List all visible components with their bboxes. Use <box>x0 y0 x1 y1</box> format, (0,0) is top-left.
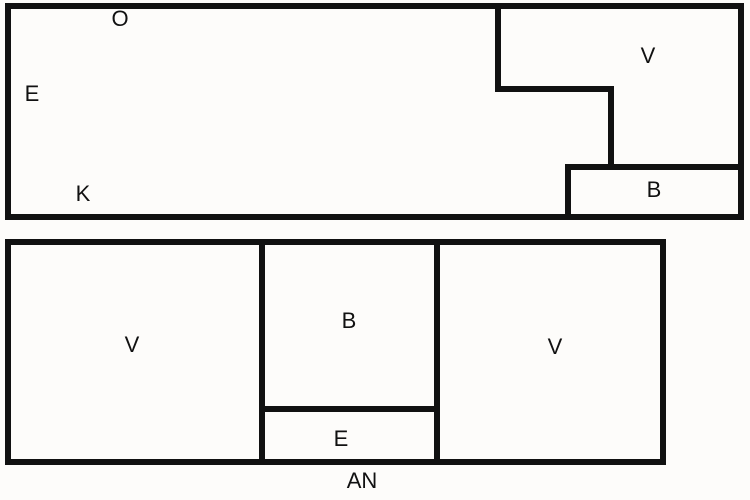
caption-an: AN <box>347 468 378 493</box>
label-b: B <box>647 177 662 202</box>
label-e: E <box>334 426 349 451</box>
label-v-right: V <box>548 334 563 359</box>
bottom-plan: V B E V AN <box>5 239 666 493</box>
label-v-left: V <box>125 332 140 357</box>
label-e: E <box>25 81 40 106</box>
label-k: K <box>76 181 91 206</box>
top-plan-outline <box>5 3 744 220</box>
label-b: B <box>342 308 357 333</box>
top-plan-b-room-wall <box>565 164 741 217</box>
bottom-plan-outline <box>5 239 666 465</box>
label-o: O <box>111 6 128 31</box>
top-plan: O E K V B <box>5 3 744 220</box>
top-plan-stepped-wall <box>495 6 614 167</box>
label-v: V <box>641 43 656 68</box>
